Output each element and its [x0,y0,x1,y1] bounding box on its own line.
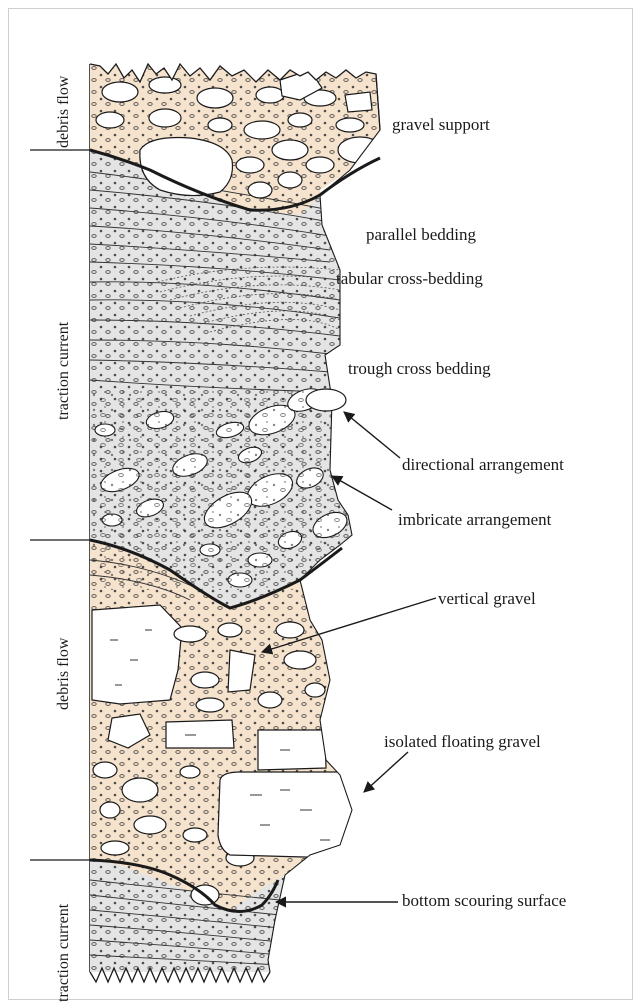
label-directional-arrangement: directional arrangement [402,455,564,474]
directional-clast [306,389,346,411]
label-trough-cross-bedding: trough cross bedding [348,359,491,378]
zone-label-traction-current-lower: traction current [55,903,72,1002]
label-gravel-support: gravel support [392,115,490,134]
zone-label-debris-flow-upper: debris flow [55,75,72,148]
label-isolated-floating-gravel: isolated floating gravel [384,732,541,751]
zone-label-traction-current-upper: traction current [55,321,72,420]
label-parallel-bedding: parallel bedding [366,225,476,244]
arrow-directional-arrangement [344,412,400,458]
label-vertical-gravel: vertical gravel [438,589,536,608]
imbrication-texture [90,390,350,590]
zone-boundaries [30,150,92,860]
label-imbricate-arrangement: imbricate arrangement [398,510,552,529]
label-tabular-cross-bedding: tabular cross-bedding [336,269,483,288]
arrow-isolated-floating-gravel [364,752,408,792]
zone-label-debris-flow-lower: debris flow [55,637,72,710]
label-bottom-scouring-surface: bottom scouring surface [402,891,566,910]
